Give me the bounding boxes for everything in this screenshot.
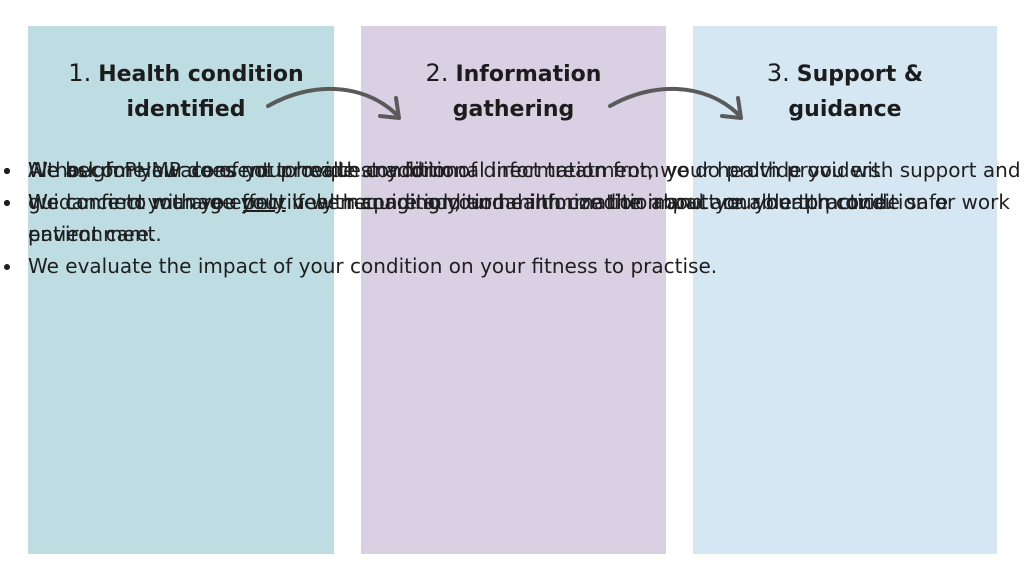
step-1-bullet-list: We become aware of your health condition… bbox=[0, 154, 1024, 282]
step-3-title-line2: guidance bbox=[788, 97, 902, 122]
bullet-item: We evaluate the impact of your condition… bbox=[0, 250, 1024, 282]
bullet-text: Although PHMP does not provide any form … bbox=[28, 158, 1021, 214]
bullet-item: We connect with you only if we require a… bbox=[0, 186, 1024, 250]
step-2-title: 2. Information gathering bbox=[361, 56, 666, 127]
bullet-item: We ask for your consent to request addit… bbox=[0, 154, 1024, 186]
arrow-step1-to-step2-icon bbox=[266, 86, 401, 120]
step-3-panel bbox=[693, 26, 997, 554]
step-1-title-line2: identified bbox=[126, 97, 246, 122]
arrow-head bbox=[378, 96, 401, 120]
bullet-text: We evaluate the impact of your condition… bbox=[28, 254, 718, 278]
bullet-text-pre: We connect with you bbox=[28, 190, 244, 214]
arrow-head bbox=[720, 96, 743, 120]
step-1-panel bbox=[28, 26, 334, 554]
step-2-bullet-list: We ask for your consent to request addit… bbox=[0, 154, 1024, 250]
bullet-item: We become aware of your health condition… bbox=[0, 154, 1024, 186]
bullet-text: We confirm you are effectively managing … bbox=[28, 190, 949, 246]
bullet-text-underlined: only bbox=[243, 190, 286, 214]
step-1-number: 1. bbox=[68, 59, 92, 87]
step-2-title-line1: Information bbox=[455, 62, 602, 87]
bullet-text: We ask for your consent to request addit… bbox=[28, 158, 887, 182]
step-3-title: 3. Support & guidance bbox=[693, 56, 997, 127]
step-3-bullet-list: Although PHMP does not provide any form … bbox=[0, 154, 1024, 218]
step-3-title-line1: Support & bbox=[796, 62, 924, 87]
arrow-curve bbox=[608, 86, 740, 116]
step-2-panel bbox=[361, 26, 666, 554]
bullet-item: Although PHMP does not provide any form … bbox=[0, 154, 1024, 218]
arrow-step2-to-step3-icon bbox=[608, 86, 743, 120]
bullet-text-post: if we require additional information abo… bbox=[28, 190, 1010, 246]
step-2-number: 2. bbox=[425, 59, 449, 87]
step-2-title-line2: gathering bbox=[452, 97, 575, 122]
arrow-curve bbox=[266, 86, 398, 116]
step-1-title-line1: Health condition bbox=[98, 62, 304, 87]
step-1-title: 1. Health condition identified bbox=[28, 56, 334, 127]
step-3-number: 3. bbox=[766, 59, 790, 87]
bullet-item: We confirm you are effectively managing … bbox=[0, 186, 1024, 250]
bullet-text: We become aware of your health condition… bbox=[28, 158, 465, 182]
